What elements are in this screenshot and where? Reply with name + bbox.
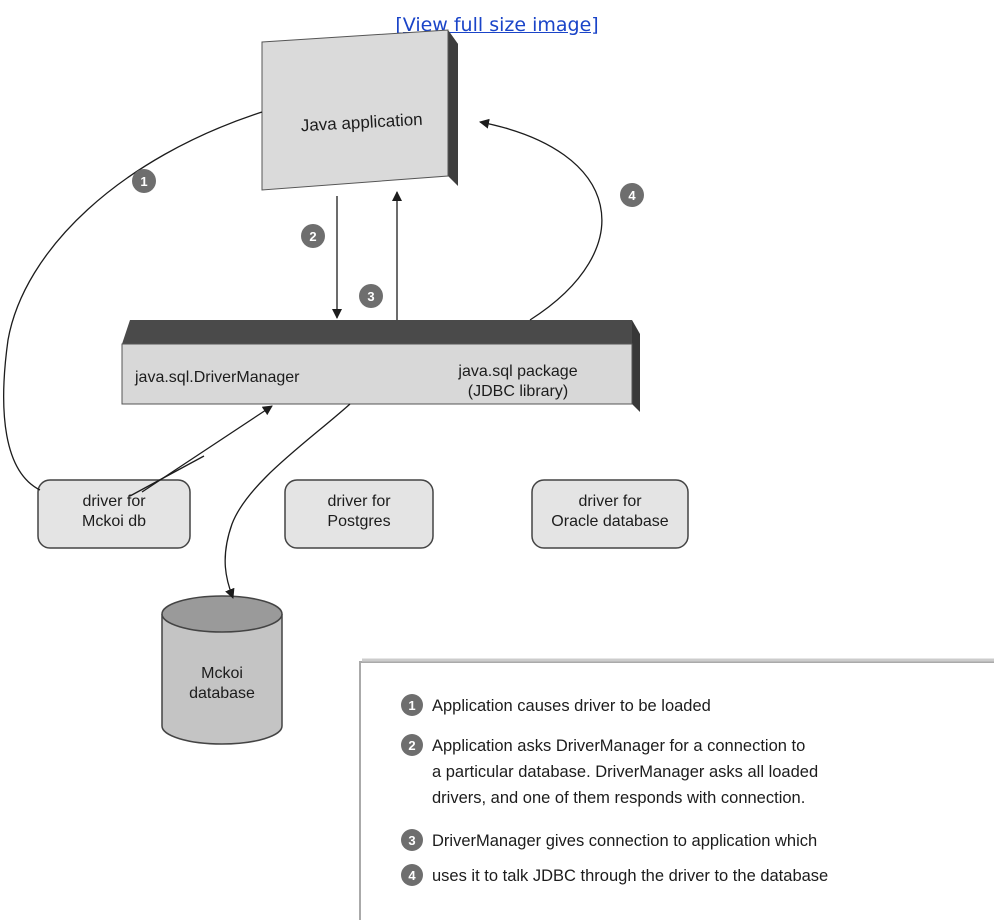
step-marker-3: 3 [359, 284, 383, 308]
svg-text:3: 3 [367, 289, 374, 304]
svg-text:4: 4 [628, 188, 636, 203]
driver-mckoi-line2: Mckoi db [82, 513, 146, 530]
driver-postgres-line1: driver for [327, 493, 391, 510]
legend-item-3: 3 DriverManager gives connection to appl… [401, 829, 817, 851]
package-label: java.sql package [457, 363, 577, 380]
svg-text:DriverManager gives connection: DriverManager gives connection to applic… [432, 832, 817, 850]
mckoi-database-cylinder: Mckoi database [161, 595, 283, 745]
legend-item-4: 4 uses it to talk JDBC through the drive… [401, 864, 828, 886]
driver-box-mckoi: driver for Mckoi db [37, 479, 191, 549]
driver-oracle-line1: driver for [578, 493, 642, 510]
svg-text:1: 1 [408, 698, 415, 713]
svg-text:Application causes driver to b: Application causes driver to be loaded [432, 697, 711, 715]
driver-postgres-line2: Postgres [327, 513, 390, 530]
database-access-arrow [224, 403, 351, 599]
driver-manager-label: java.sql.DriverManager [134, 369, 300, 386]
driver-manager-link-lower [129, 455, 205, 497]
legend-item-1: 1 Application causes driver to be loaded [401, 694, 711, 716]
svg-text:1: 1 [140, 174, 147, 189]
svg-text:uses it to talk JDBC through t: uses it to talk JDBC through the driver … [432, 867, 828, 885]
svg-text:4: 4 [408, 868, 416, 883]
legend-item-2: 2 Application asks DriverManager for a c… [401, 734, 818, 807]
jdbc-library-bar: java.sql.DriverManager java.sql package … [121, 320, 640, 412]
driver-oracle-line2: Oracle database [551, 513, 669, 530]
svg-text:2: 2 [309, 229, 316, 244]
step-marker-1: 1 [132, 169, 156, 193]
step1-load-driver-line [3, 111, 263, 491]
step4-jdbc-arrow [479, 118, 603, 321]
svg-text:drivers, and one of them respo: drivers, and one of them responds with c… [432, 789, 805, 807]
step-marker-2: 2 [301, 224, 325, 248]
java-application-box: Java application [261, 29, 458, 191]
database-line2: database [189, 685, 255, 702]
legend-box: 1 Application causes driver to be loaded… [359, 658, 994, 920]
database-line1: Mckoi [201, 665, 243, 682]
driver-box-oracle: driver for Oracle database [531, 479, 689, 549]
svg-text:a particular database. DriverM: a particular database. DriverManager ask… [432, 763, 818, 781]
svg-text:3: 3 [408, 833, 415, 848]
step-marker-4: 4 [620, 183, 644, 207]
driver-box-postgres: driver for Postgres [284, 479, 434, 549]
svg-text:Application asks DriverManager: Application asks DriverManager for a con… [432, 737, 805, 755]
driver-mckoi-line1: driver for [82, 493, 146, 510]
library-label: (JDBC library) [468, 383, 568, 400]
svg-text:2: 2 [408, 738, 415, 753]
